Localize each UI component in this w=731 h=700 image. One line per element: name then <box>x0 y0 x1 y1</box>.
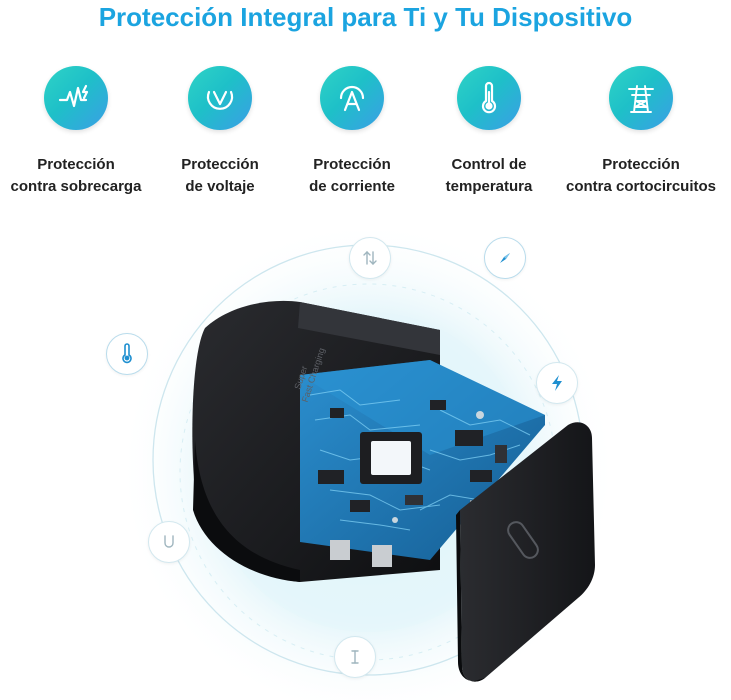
feature-label-line1: Protección <box>602 156 680 173</box>
swap-arrows-icon <box>349 237 391 279</box>
feature-label-line2: de voltaje <box>185 178 255 195</box>
feature-current: Protección de corriente <box>272 66 432 198</box>
feature-label-line2: contra cortocircuitos <box>565 178 717 195</box>
feature-voltage: Protección de voltaje <box>140 66 300 198</box>
magnet-icon <box>148 521 190 563</box>
current-icon <box>320 66 384 130</box>
prong-left <box>330 540 350 560</box>
feature-row: Protección contra sobrecarga Protección … <box>0 66 731 206</box>
ibeam-icon <box>334 636 376 678</box>
feature-label-line1: Protección <box>313 156 391 173</box>
chip-die <box>371 441 411 475</box>
charger-illustration: Super Fast Charging <box>118 220 618 700</box>
lightning-icon <box>536 362 578 404</box>
front-plate <box>456 422 595 682</box>
feature-temperature: Control de temperatura <box>409 66 569 198</box>
feature-short-circuit: Protección contra cortocircuitos <box>561 66 721 198</box>
thermometer-small-icon <box>106 333 148 375</box>
feature-label-line2: contra sobrecarga <box>10 178 142 195</box>
charger-scene: Super Fast Charging <box>0 210 731 700</box>
feature-label-line1: Protección <box>181 156 259 173</box>
page-title: Protección Integral para Ti y Tu Disposi… <box>98 2 633 32</box>
feature-label-line1: Protección <box>37 156 115 173</box>
pcb-board <box>300 360 545 560</box>
feature-label-line2: de corriente <box>309 178 395 195</box>
thermometer-icon <box>457 66 521 130</box>
feature-label-line1: Control de <box>451 156 527 173</box>
usb-c-port <box>507 521 539 559</box>
feature-overload: Protección contra sobrecarga <box>0 66 156 198</box>
feature-label-line2: temperatura <box>445 178 533 195</box>
pulse-icon <box>44 66 108 130</box>
prong-right <box>372 545 392 567</box>
compass-icon <box>484 237 526 279</box>
voltage-icon <box>188 66 252 130</box>
power-tower-icon <box>609 66 673 130</box>
